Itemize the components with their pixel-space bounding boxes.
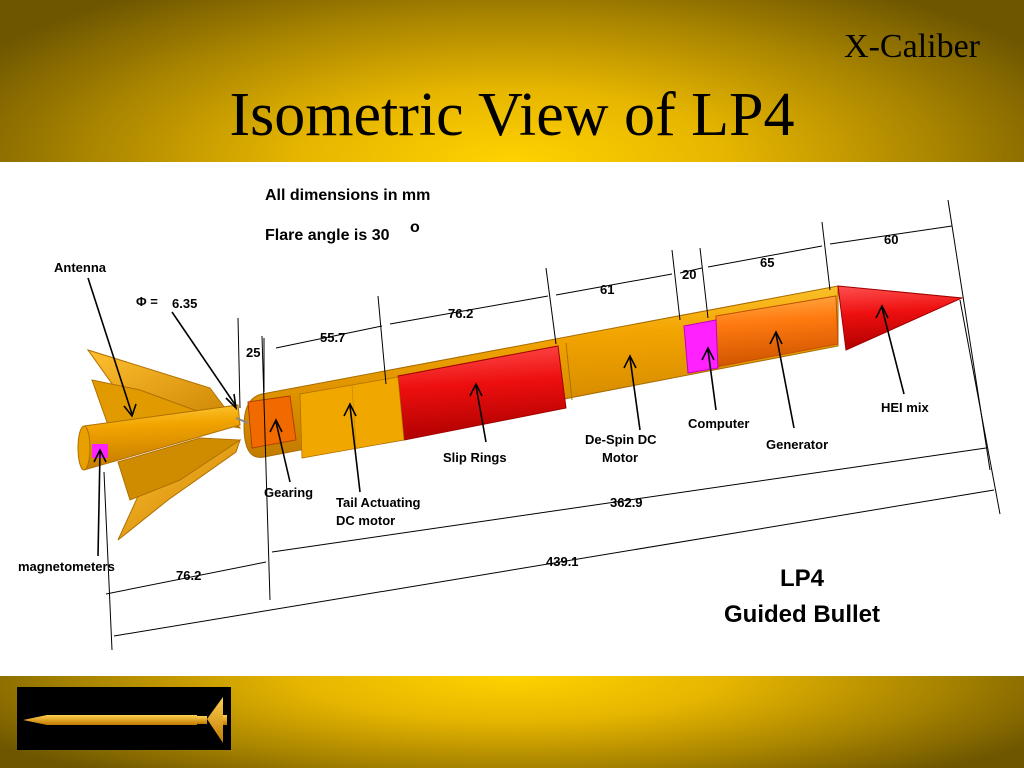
bullet-thumbnail (17, 687, 231, 750)
hei-mix-nose (837, 285, 964, 351)
dim-55-7: 55.7 (320, 330, 345, 345)
lp4-isometric-diagram: All dimensions in mm Flare angle is 30 o… (18, 187, 1001, 651)
dim-76-2-upper: 76.2 (448, 306, 473, 321)
dim-65: 65 (760, 255, 774, 270)
label-phi: Φ = (136, 294, 158, 309)
product-name: LP4 (780, 565, 825, 592)
gearing-part (247, 395, 297, 449)
label-computer: Computer (688, 416, 749, 431)
label-antenna: Antenna (54, 260, 107, 275)
label-despin-2: Motor (602, 450, 638, 465)
dimensions-note: All dimensions in mm (265, 187, 430, 204)
degree-symbol: o (410, 219, 420, 236)
slip-rings-part (397, 345, 567, 441)
dim-61: 61 (600, 282, 614, 297)
tail-boom (77, 404, 241, 471)
label-slip-rings: Slip Rings (443, 450, 507, 465)
computer-part (683, 319, 719, 374)
leader-arrows (87, 277, 905, 557)
label-magnetometers: magnetometers (18, 559, 115, 574)
slide-title: Isometric View of LP4 (229, 81, 795, 149)
footer-banner (0, 676, 1024, 768)
dim-439-1: 439.1 (546, 554, 579, 569)
dim-76-2-lower: 76.2 (176, 568, 201, 583)
label-despin-1: De-Spin DC (585, 432, 657, 447)
product-subtitle: Guided Bullet (724, 601, 880, 628)
label-hei-mix: HEI mix (881, 400, 929, 415)
dim-20: 20 (682, 267, 696, 282)
title-banner: X-Caliber Isometric View of LP4 (0, 0, 1024, 162)
dim-25: 25 (246, 345, 260, 360)
label-tail-actuating-1: Tail Actuating (336, 495, 421, 510)
label-tail-actuating-2: DC motor (336, 513, 395, 528)
label-generator: Generator (766, 437, 828, 452)
label-gearing: Gearing (264, 485, 313, 500)
brand-label: X-Caliber (844, 28, 980, 65)
dimension-lines (103, 199, 1001, 651)
dim-362-9: 362.9 (610, 495, 643, 510)
label-phi-value: 6.35 (172, 296, 197, 311)
flare-angle-note: Flare angle is 30 (265, 227, 390, 244)
dim-60: 60 (884, 232, 898, 247)
bullet-icon (23, 697, 227, 743)
